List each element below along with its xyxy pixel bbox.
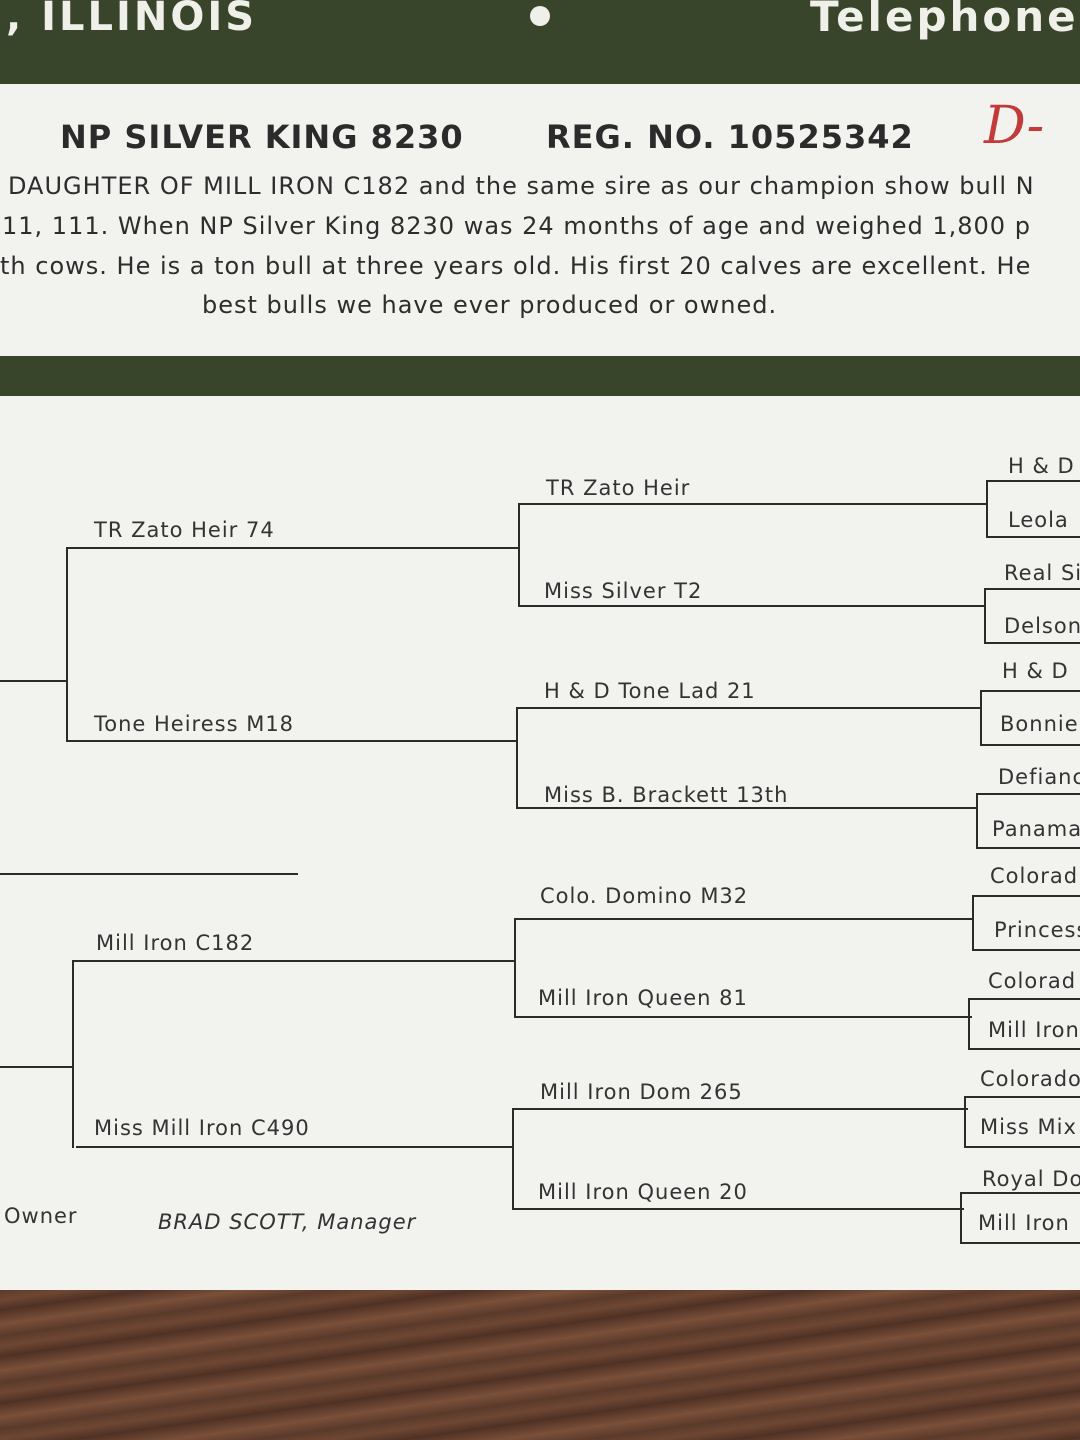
- bracket-line: [518, 605, 984, 607]
- ancestor-gen3: Mill Iron Queen 81: [538, 986, 748, 1010]
- bracket-line: [66, 740, 518, 742]
- registration-number: REG. NO. 10525342: [546, 118, 914, 156]
- bracket-line: [66, 547, 68, 742]
- ancestor-gen3: Mill Iron Queen 20: [538, 1180, 748, 1204]
- ancestor-gen4: Mill Iron: [978, 1211, 1070, 1235]
- ancestor-gen4: Mill Iron: [988, 1018, 1080, 1042]
- bracket-box: [980, 690, 1080, 746]
- handwritten-grade-mark: D-: [984, 96, 1045, 156]
- telephone-label: Telephone: [810, 0, 1079, 41]
- bracket-line: [72, 960, 74, 1148]
- dam-of-dam: Miss Mill Iron C490: [94, 1116, 310, 1140]
- bracket-line: [512, 1108, 968, 1110]
- top-banner: , ILLINOIS Telephone: [0, 0, 1080, 84]
- sire-of-sire: TR Zato Heir 74: [94, 518, 275, 542]
- ancestor-gen4: Real Si: [1004, 561, 1080, 585]
- bracket-line: [512, 1208, 964, 1210]
- ancestor-gen4: Colorad: [990, 864, 1079, 888]
- bracket-line: [516, 707, 980, 709]
- manager-label: BRAD SCOTT, Manager: [158, 1210, 417, 1234]
- bull-name: NP SILVER KING 8230: [60, 118, 464, 156]
- bracket-line: [516, 707, 518, 809]
- ancestor-gen4: Miss Mix: [980, 1115, 1077, 1139]
- ancestor-gen3: Miss B. Brackett 13th: [544, 783, 789, 807]
- ancestor-gen4: Colorad: [988, 969, 1077, 993]
- ancestor-gen4: H & D: [1008, 454, 1075, 478]
- ancestor-gen3: H & D Tone Lad 21: [544, 679, 756, 703]
- bracket-box: [972, 895, 1080, 951]
- bracket-line: [0, 873, 298, 875]
- description-line: 11, 111. When NP Silver King 8230 was 24…: [2, 212, 1031, 240]
- bracket-box: [984, 588, 1080, 644]
- ancestor-gen4: Princess: [994, 918, 1080, 942]
- bracket-box: [960, 1192, 1080, 1244]
- bracket-line: [66, 547, 518, 549]
- bracket-line: [514, 1016, 972, 1018]
- bracket-line: [516, 807, 978, 809]
- description-line: best bulls we have ever produced or owne…: [202, 291, 778, 319]
- dam-of-sire: Tone Heiress M18: [94, 712, 295, 736]
- bracket-line: [0, 1066, 74, 1068]
- bracket-box: [964, 1096, 1080, 1148]
- ancestor-gen4: Colorado: [980, 1067, 1080, 1091]
- sire-of-dam: Mill Iron C182: [96, 931, 255, 955]
- bracket-line: [514, 918, 516, 1018]
- ancestor-gen4: Leola: [1008, 508, 1069, 532]
- bracket-line: [76, 1146, 514, 1148]
- owner-label: Owner: [4, 1204, 78, 1228]
- ancestor-gen3: Miss Silver T2: [544, 579, 703, 603]
- bracket-line: [514, 918, 974, 920]
- ancestor-gen4: H & D: [1002, 659, 1069, 683]
- bracket-box: [986, 480, 1080, 538]
- bracket-line: [512, 1108, 514, 1210]
- ancestor-gen3: Mill Iron Dom 265: [540, 1080, 743, 1104]
- ancestor-gen4: Delson: [1004, 614, 1080, 638]
- bracket-line: [72, 960, 516, 962]
- section-divider-band: [0, 356, 1080, 396]
- bracket-line: [518, 503, 986, 505]
- wooden-table-background: [0, 1290, 1080, 1440]
- bracket-box: [976, 793, 1080, 849]
- description-line: DAUGHTER OF MILL IRON C182 and the same …: [8, 172, 1035, 200]
- bracket-line: [518, 503, 520, 607]
- ancestor-gen4: Defianc: [998, 765, 1080, 789]
- ancestor-gen4: Panama: [992, 817, 1080, 841]
- bullet-dot: [530, 6, 550, 26]
- description-line: th cows. He is a ton bull at three years…: [0, 252, 1032, 280]
- ancestor-gen4: Royal Do: [982, 1167, 1080, 1191]
- bracket-line: [0, 680, 66, 682]
- ancestor-gen4: Bonnie: [1000, 712, 1079, 736]
- ancestor-gen3: Colo. Domino M32: [540, 884, 749, 908]
- pedigree-card: , ILLINOIS Telephone NP SILVER KING 8230…: [0, 0, 1080, 1300]
- bracket-box: [968, 998, 1080, 1050]
- ancestor-gen3: TR Zato Heir: [546, 476, 691, 500]
- state-label: , ILLINOIS: [6, 0, 258, 40]
